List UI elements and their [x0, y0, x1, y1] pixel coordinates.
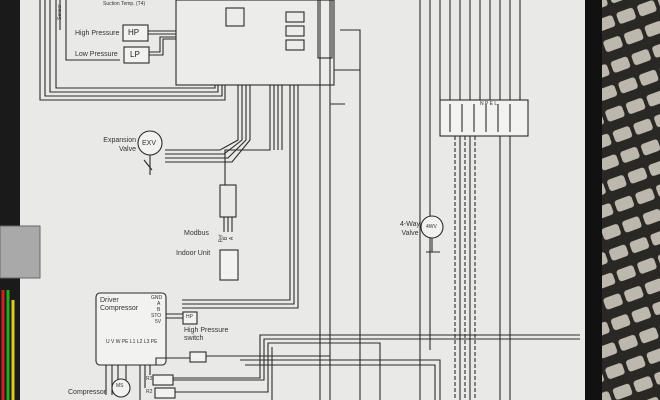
hp-switch-symbol: HP	[186, 314, 193, 320]
suction-temp-label: Suction Temp. (T4)	[103, 1, 146, 7]
expansion-valve-label: Expansion Valve	[98, 136, 136, 154]
high-pressure-switch-label: High Pressure switch	[184, 327, 230, 343]
hinge	[0, 225, 41, 279]
hp-sensor: HP	[128, 28, 140, 37]
wiring	[39, 0, 580, 400]
right-frame	[582, 0, 602, 400]
driver-pins-bottom: U V W PE L1 L2 L3 PE	[106, 339, 158, 345]
lp-sensor: LP	[130, 50, 140, 59]
driver-pin-gnd: GND	[151, 295, 163, 301]
driver-compressor-label: Driver Compressor	[100, 297, 152, 313]
compressor-label: Compressor	[68, 389, 107, 396]
four-wv-symbol: 4WV	[426, 224, 437, 230]
high-pressure-switch-text: High Pressure switch	[184, 327, 229, 342]
driver-pin-sto: STO	[151, 313, 162, 319]
control-board	[175, 0, 335, 86]
driver-compressor-text: Driver Compressor	[100, 297, 139, 312]
four-way-valve-label: 4-Way Valve	[398, 220, 422, 238]
driver-pin-b: B	[157, 307, 161, 313]
grille	[598, 0, 660, 400]
exv-symbol: EXV	[142, 140, 157, 147]
high-pressure-label: High Pressure	[75, 30, 120, 37]
low-pressure-label: Low Pressure	[75, 51, 118, 58]
four-way-valve-text: 4-Way Valve	[400, 221, 420, 237]
indoor-unit-label: Indoor Unit	[176, 250, 211, 257]
driver-pin-5v: 5V	[155, 319, 162, 325]
terminal-block-labels: N P E L	[480, 101, 498, 107]
relay-r2: R2	[146, 389, 153, 395]
driver-pin-a: A	[157, 301, 161, 307]
relay-r3: R3	[146, 376, 153, 382]
colored-wires	[1, 290, 15, 400]
ms-symbol: MS	[116, 383, 124, 389]
expansion-valve-text: Expansion Valve	[103, 137, 136, 153]
sensor-label: Sensor	[57, 4, 63, 20]
modbus-label: Modbus	[184, 230, 209, 237]
modbus-pin-a: A	[229, 236, 236, 241]
